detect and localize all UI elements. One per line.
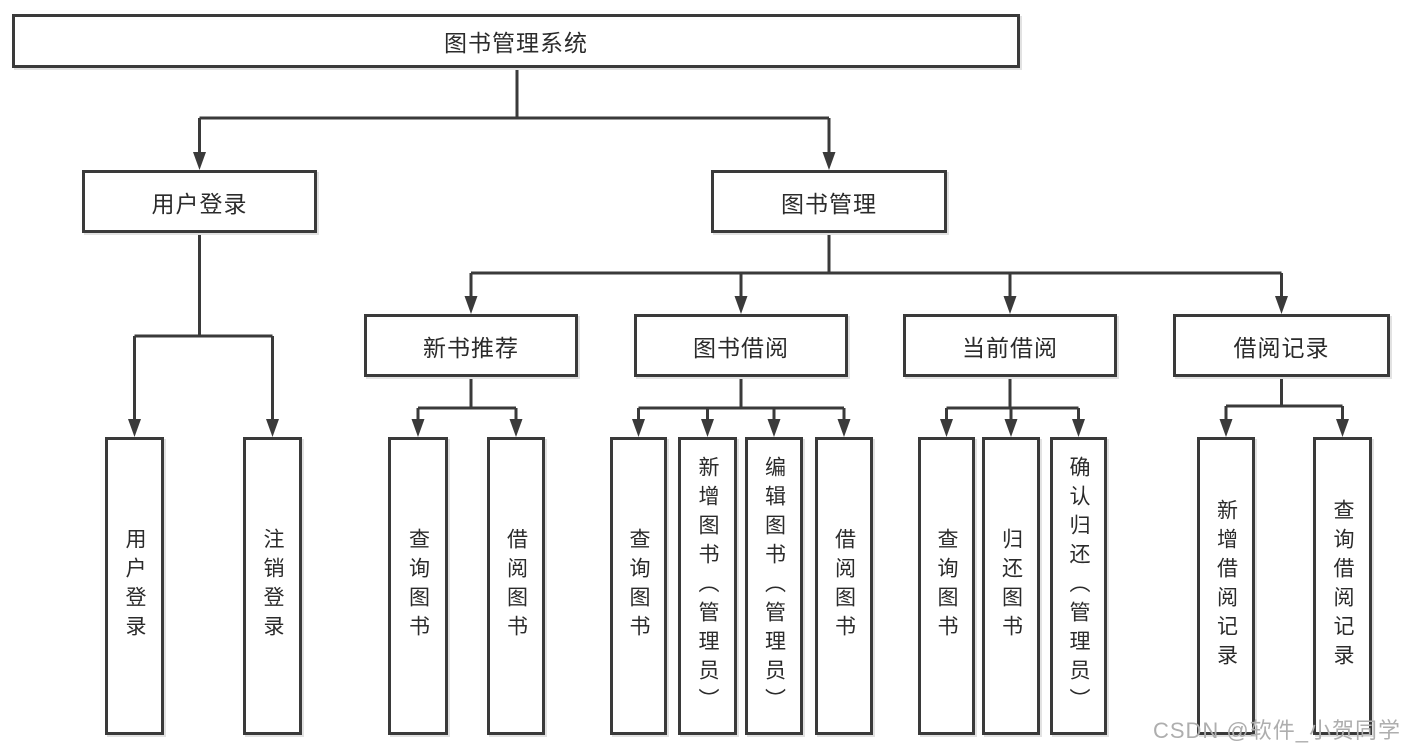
node-label: 图书管理系统 — [444, 30, 588, 56]
leaf-label: 编辑图书（管理员） — [762, 455, 786, 717]
arrowhead — [128, 419, 141, 437]
node-current-borrowing: 当前借阅 — [903, 314, 1117, 377]
connector-userlogin-to-leaves — [133, 233, 274, 431]
arrowhead — [940, 419, 953, 437]
leaf-borrow-book: 借阅图书 — [815, 437, 873, 735]
leaf-label: 用户登录 — [123, 528, 146, 644]
leaf-label: 新增图书（管理员） — [696, 455, 719, 717]
leaf-confirm-return-admin: 确认归还（管理员） — [1050, 437, 1107, 735]
node-label: 新书推荐 — [423, 334, 519, 361]
leaf-label: 借阅图书 — [832, 528, 856, 644]
node-label: 图书借阅 — [693, 334, 789, 361]
leaf-query-books-current: 查询图书 — [918, 437, 975, 735]
connector-bookmgmt-to-level2 — [469, 233, 1283, 308]
node-borrowing-records: 借阅记录 — [1173, 314, 1390, 377]
leaf-label: 新增借阅记录 — [1214, 499, 1238, 673]
node-new-book-recommend: 新书推荐 — [364, 314, 578, 377]
leaf-edit-book-admin: 编辑图书（管理员） — [745, 437, 803, 735]
node-label: 图书管理 — [781, 190, 877, 217]
leaf-query-books-recommend: 查询图书 — [388, 437, 448, 735]
node-label: 当前借阅 — [962, 334, 1058, 361]
leaf-label: 借阅图书 — [504, 528, 528, 644]
leaf-logout: 注销登录 — [243, 437, 302, 735]
node-book-borrowing: 图书借阅 — [634, 314, 848, 377]
arrowhead — [411, 419, 425, 437]
leaf-label: 注销登录 — [261, 528, 284, 644]
arrowhead — [464, 296, 478, 314]
arrowhead — [1003, 296, 1017, 314]
arrowhead — [632, 419, 645, 437]
leaf-borrow-books-recommend: 借阅图书 — [487, 437, 545, 735]
leaf-query-books-borrow: 查询图书 — [610, 437, 667, 735]
arrowhead — [822, 152, 836, 170]
arrowhead — [1275, 296, 1288, 314]
leaf-return-book: 归还图书 — [982, 437, 1040, 735]
node-label: 用户登录 — [151, 190, 248, 217]
leaf-label: 归还图书 — [999, 528, 1023, 644]
connector-root-to-level1 — [198, 68, 831, 164]
csdn-watermark: CSDN @软件_小贺同学 — [1152, 718, 1401, 743]
arrowhead — [837, 419, 851, 437]
leaf-label: 查询借阅记录 — [1331, 499, 1354, 673]
leaf-label: 查询图书 — [627, 528, 650, 644]
connector-borrow-to-leaves — [637, 377, 846, 431]
connector-newbook-to-leaves — [416, 377, 518, 431]
arrowhead — [509, 419, 523, 437]
node-user-login: 用户登录 — [82, 170, 317, 233]
leaf-label: 查询图书 — [406, 528, 430, 644]
arrowhead — [1219, 419, 1233, 437]
arrowhead — [701, 419, 714, 437]
leaf-user-login: 用户登录 — [105, 437, 164, 735]
node-library-management-system: 图书管理系统 — [12, 14, 1020, 68]
leaf-query-borrow-record: 查询借阅记录 — [1313, 437, 1372, 735]
node-label: 借阅记录 — [1233, 334, 1330, 361]
arrowhead — [266, 419, 279, 437]
leaf-label: 确认归还（管理员） — [1067, 455, 1090, 717]
node-book-management: 图书管理 — [711, 170, 947, 233]
arrowhead — [767, 419, 781, 437]
leaf-add-book-admin: 新增图书（管理员） — [678, 437, 737, 735]
connector-records-to-leaves — [1224, 377, 1344, 431]
arrowhead — [1336, 419, 1349, 437]
arrowhead — [734, 296, 748, 314]
arrowhead — [1004, 419, 1018, 437]
arrowhead — [1072, 419, 1085, 437]
arrowheads — [128, 152, 1349, 437]
leaf-label: 查询图书 — [935, 528, 958, 644]
arrowhead — [193, 152, 206, 170]
leaf-add-borrow-record: 新增借阅记录 — [1197, 437, 1255, 735]
